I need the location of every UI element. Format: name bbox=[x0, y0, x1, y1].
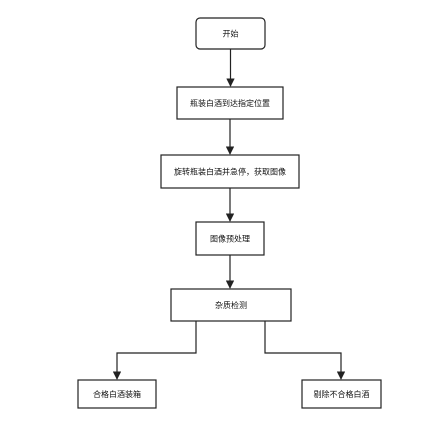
node-reject-label: 剔除不合格白酒 bbox=[314, 389, 370, 399]
edge-detect-to-reject bbox=[264, 321, 346, 380]
node-reject: 剔除不合格白酒 bbox=[301, 379, 382, 409]
node-detect: 杂质检测 bbox=[170, 288, 292, 322]
node-position-box bbox=[176, 86, 284, 120]
node-position-label: 瓶装白酒到达指定位置 bbox=[190, 98, 270, 108]
node-position: 瓶装白酒到达指定位置 bbox=[176, 86, 284, 120]
node-rotate-label: 旋转瓶装白酒并急停，获取图像 bbox=[174, 167, 286, 177]
node-preprocess-label: 图像预处理 bbox=[210, 234, 250, 244]
edge-detect-to-pass bbox=[112, 321, 197, 380]
node-pass: 合格白酒装箱 bbox=[77, 379, 157, 409]
node-preprocess: 图像预处理 bbox=[195, 221, 265, 256]
node-rotate-box bbox=[160, 154, 300, 189]
node-reject-box bbox=[301, 379, 382, 409]
node-detect-box bbox=[170, 288, 292, 322]
node-preprocess-box bbox=[195, 221, 265, 256]
node-rotate: 旋转瓶装白酒并急停，获取图像 bbox=[160, 154, 300, 189]
node-detect-label: 杂质检测 bbox=[215, 300, 247, 310]
node-pass-label: 合格白酒装箱 bbox=[93, 389, 141, 399]
node-start: 开始 bbox=[195, 17, 266, 50]
node-start-label: 开始 bbox=[223, 29, 239, 39]
node-pass-box bbox=[77, 379, 157, 409]
